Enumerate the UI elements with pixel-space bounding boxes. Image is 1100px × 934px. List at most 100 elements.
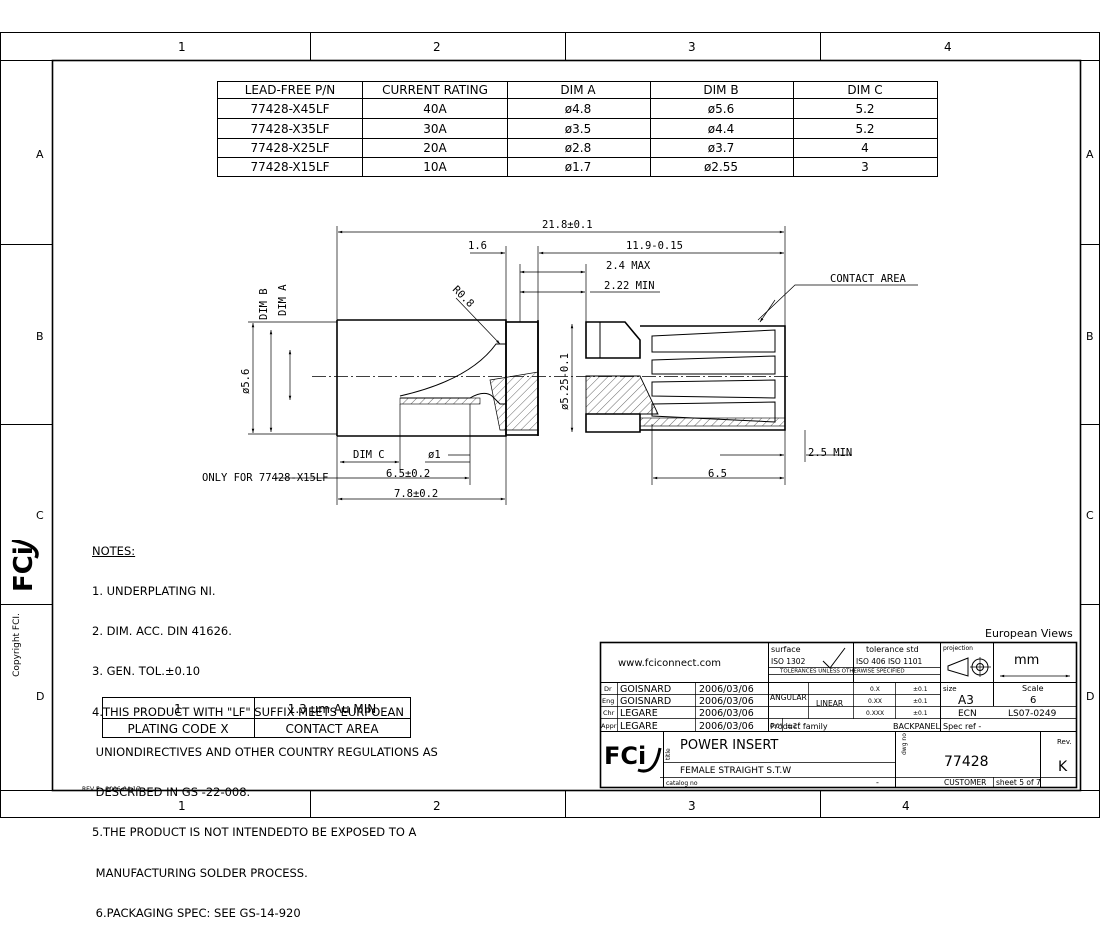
dim-7-8: 7.8±0.2 — [394, 488, 438, 500]
table-cell: ø4.8 — [565, 102, 591, 116]
person-date: 2006/03/06 — [699, 708, 754, 719]
linear-label: LINEAR — [816, 699, 843, 708]
plating-code: 1 — [174, 702, 182, 716]
title-label: title — [665, 748, 672, 760]
fci-logo: FCi — [604, 742, 662, 773]
dim-c-label: DIM C — [353, 449, 385, 461]
col-label: 3 — [688, 799, 696, 813]
check-mark-icon — [822, 647, 846, 669]
table-header: DIM A — [560, 83, 596, 97]
col-label: 4 — [902, 799, 910, 813]
col-label: 4 — [944, 40, 952, 54]
projection-label: projection — [943, 645, 973, 652]
row-labels-right: A B C D — [1086, 148, 1094, 703]
dimension-lines — [248, 226, 918, 505]
dim-6-5-tol: 6.5±0.2 — [386, 468, 430, 480]
table-header: LEAD-FREE P/N — [245, 83, 336, 97]
table-cell: 4 — [861, 141, 869, 155]
note-line: UNIONDIRECTIVES AND OTHER COUNTRY REGULA… — [92, 744, 438, 759]
note-line: 1. UNDERPLATING NI. — [92, 584, 216, 599]
ecn-label: ECN — [958, 709, 977, 719]
table-cell: ø3.5 — [565, 122, 591, 136]
tol-precision: 0.XXX — [866, 710, 884, 717]
dim-2-22: 2.22 MIN — [604, 280, 655, 292]
note-line: 6.PACKAGING SPEC: SEE GS-14-920 — [92, 905, 301, 920]
notes-block: NOTES: 1. UNDERPLATING NI. 2. DIM. ACC. … — [92, 518, 512, 934]
dim-1-6: 1.6 — [468, 240, 487, 252]
dimension-table: LEAD-FREE P/N CURRENT RATING DIM A DIM B… — [217, 81, 938, 177]
surface-label: surface — [771, 645, 801, 654]
title-block: European Views — [599, 627, 1078, 789]
contact-area-label: CONTACT AREA — [830, 273, 907, 285]
note-line: 4.THIS PRODUCT WITH "LF" SUFFIX MEETS EU… — [92, 704, 404, 719]
col-label: 2 — [433, 799, 441, 813]
note-line: 5.THE PRODUCT IS NOT INTENDEDTO BE EXPOS… — [92, 825, 417, 840]
plating-value: 1.3 µm Au MIN — [288, 702, 377, 716]
table-cell: 77428-X15LF — [251, 160, 330, 174]
only-for-note: ONLY FOR 77428-X15LF — [202, 472, 328, 484]
table-cell: ø4.4 — [708, 122, 734, 136]
angular-tol: 0.0° — [770, 723, 783, 730]
rev-label: Rev. — [1057, 738, 1072, 746]
note-line: MANUFACTURING SOLDER PROCESS. — [92, 865, 308, 880]
role: Appr — [601, 722, 617, 730]
section-hatch — [399, 397, 481, 405]
angular-tol: ±2° — [787, 722, 801, 730]
table-cell: ø2.8 — [565, 141, 591, 155]
side-fci-logo: FCi — [9, 540, 39, 592]
customer-label: CUSTOMER — [944, 778, 986, 787]
table-cell: 40A — [423, 102, 447, 116]
person-name: GOISNARD — [620, 684, 671, 695]
table-cell: 3 — [861, 160, 869, 174]
european-views-label: European Views — [985, 627, 1073, 640]
col-label: 1 — [178, 40, 186, 54]
table-cell: 77428-X35LF — [251, 122, 330, 136]
dimension-labels: 21.8±0.1 1.6 11.9-0.15 2.4 MAX 2.22 MIN … — [202, 219, 907, 500]
table-cell: ø1.7 — [565, 160, 591, 174]
dim-phi-5-6: ø5.6 — [240, 369, 252, 394]
row-label: D — [36, 690, 44, 703]
person-date: 2006/03/06 — [699, 684, 754, 695]
dim-b-label: DIM B — [258, 288, 270, 320]
pin-body — [337, 319, 507, 437]
table-header: DIM C — [847, 83, 882, 97]
dim-6-5: 6.5 — [708, 468, 727, 480]
socket-head — [585, 321, 641, 359]
dim-11-9: 11.9-0.15 — [626, 240, 683, 252]
dim-overall: 21.8±0.1 — [542, 219, 593, 231]
row-label: B — [36, 330, 44, 343]
row-label: A — [1086, 148, 1094, 161]
product-family: BACKPANEL — [893, 722, 940, 731]
row-label: C — [36, 509, 44, 522]
revision-note: REV F - 2006-04-17 — [82, 786, 141, 793]
column-labels-bottom: 1 2 3 4 — [178, 799, 910, 813]
radius-label: R0.8 — [450, 284, 476, 310]
col-label: 3 — [688, 40, 696, 54]
scale-value: 6 — [1030, 695, 1036, 706]
dim-a-label: DIM A — [277, 284, 289, 316]
person-date: 2006/03/06 — [699, 696, 754, 707]
role: Chr — [603, 709, 615, 717]
dim-2-4: 2.4 MAX — [606, 260, 651, 272]
side-logo-text: FCi — [9, 546, 39, 592]
row-label: B — [1086, 330, 1094, 343]
plating-table: 1 1.3 µm Au MIN PLATING CODE X CONTACT A… — [102, 697, 411, 738]
sheet-frame — [0, 32, 1100, 818]
person-name: LEGARE — [620, 721, 658, 732]
table-cell: 77428-X25LF — [251, 141, 330, 155]
tol-value: ±0.1 — [913, 710, 928, 717]
plating-label-left: PLATING CODE X — [127, 722, 228, 736]
notes-title: NOTES: — [92, 543, 136, 558]
tol-value: ±0.1 — [913, 698, 928, 705]
table-cell: ø2.55 — [704, 160, 738, 174]
copyright-text: Copyright FCI. — [12, 613, 22, 677]
row-label: D — [1086, 690, 1094, 703]
table-cell: 20A — [423, 141, 447, 155]
tol-value: ±0.1 — [913, 686, 928, 693]
person-name: GOISNARD — [620, 696, 671, 707]
angular-label: ANGULAR — [770, 693, 807, 702]
table-cell: 5.2 — [855, 102, 874, 116]
table-cell: 5.2 — [855, 122, 874, 136]
tolerance-std-label: tolerance std — [866, 645, 919, 654]
drawing-sheet: 1 2 3 4 1 2 3 4 A B C D A B C D LEAD-FRE… — [0, 32, 1100, 818]
